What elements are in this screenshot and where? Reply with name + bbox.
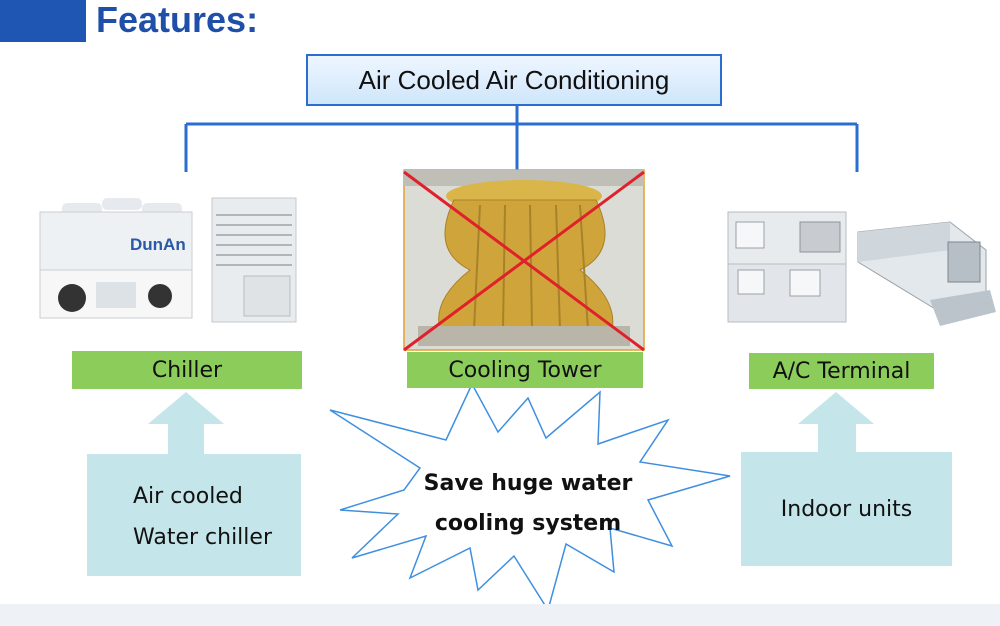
starburst-line-1: Save huge water: [423, 471, 633, 496]
starburst-line-2: cooling system: [434, 511, 622, 536]
svg-text:DunAn: DunAn: [130, 235, 186, 254]
chiller-unit-illustration-1: DunAn: [39, 198, 193, 319]
note-right-text: Indoor units: [780, 496, 913, 522]
label-ac-terminal: A/C Terminal: [749, 353, 934, 389]
page-title: Features:: [96, 0, 259, 40]
tree-connectors: [184, 106, 859, 172]
title-accent-bar: [0, 0, 86, 42]
starburst-text: Save huge water cooling system: [400, 464, 656, 544]
note-left-line1: Air cooled: [133, 484, 243, 509]
cross-out-mark: [403, 170, 645, 352]
up-arrow-left: [148, 392, 224, 454]
starburst-shape: [329, 382, 731, 612]
label-chiller-text: Chiller: [151, 357, 223, 383]
label-cooling-tower: Cooling Tower: [407, 352, 643, 388]
chiller-unit-illustration-2: [211, 197, 297, 323]
top-category-box: Air Cooled Air Conditioning: [306, 54, 722, 106]
top-category-label: Air Cooled Air Conditioning: [358, 64, 670, 95]
note-box-right: Indoor units: [741, 452, 952, 566]
note-left-line2: Water chiller: [133, 525, 272, 550]
fan-coil-unit-illustration: [857, 221, 996, 326]
note-box-left: Air cooled Water chiller: [87, 454, 301, 576]
up-arrow-right: [798, 392, 874, 452]
label-cooling-tower-text: Cooling Tower: [448, 357, 602, 383]
label-ac-terminal-text: A/C Terminal: [772, 358, 911, 384]
air-handling-unit-illustration: [727, 211, 847, 323]
footer-band: [0, 604, 1000, 626]
label-chiller: Chiller: [72, 351, 302, 389]
